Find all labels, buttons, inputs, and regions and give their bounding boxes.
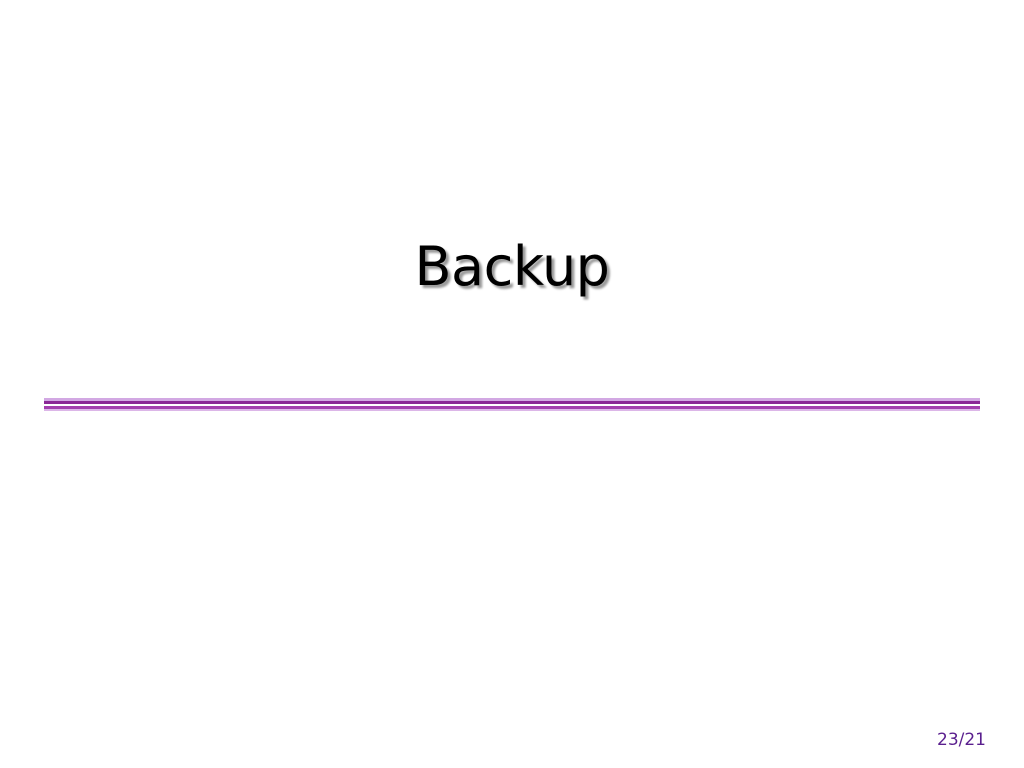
page-number: 23/21 bbox=[937, 730, 986, 750]
divider-band-top-light bbox=[44, 398, 980, 401]
title-divider bbox=[44, 398, 980, 411]
divider-band-top-dark bbox=[44, 401, 980, 404]
divider-band-gap bbox=[44, 404, 980, 406]
divider-band-bottom-light bbox=[44, 409, 980, 411]
divider-band-bottom-dark bbox=[44, 406, 980, 409]
slide-title: Backup bbox=[414, 235, 610, 298]
